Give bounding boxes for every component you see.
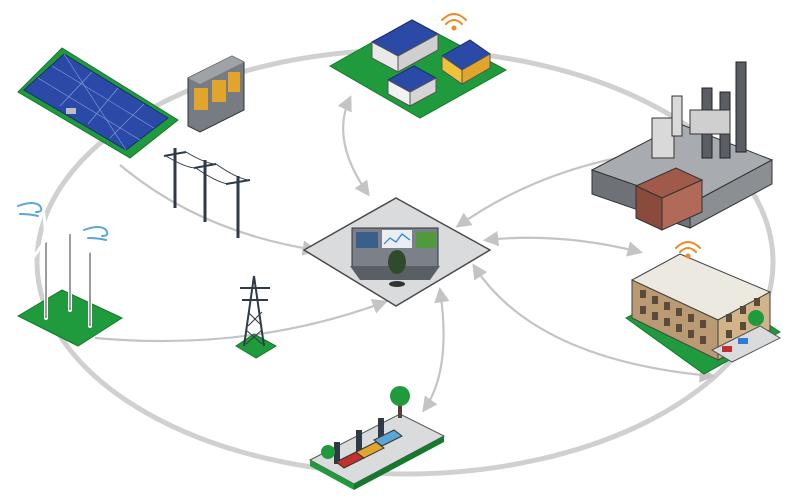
arrow-transmission xyxy=(94,299,388,343)
utility-pole-icon xyxy=(163,148,251,238)
smart-homes xyxy=(328,13,508,119)
ev-charging-station-icon xyxy=(308,386,446,490)
power-plant-icon xyxy=(590,61,774,231)
ev-charging xyxy=(308,386,446,490)
wind-turbine-icon xyxy=(16,202,124,347)
solar-and-battery xyxy=(17,47,245,159)
office-building-wifi-icon xyxy=(625,241,782,375)
transmission-tower xyxy=(235,275,278,359)
control-center xyxy=(302,197,492,307)
smart-home-wifi-icon xyxy=(328,13,508,119)
transmission-tower-icon xyxy=(235,275,278,359)
power-lines xyxy=(163,148,251,238)
arrow-power-lines xyxy=(119,164,319,256)
power-plant xyxy=(590,61,774,231)
arrow-ev xyxy=(422,286,450,413)
arrow-commercial xyxy=(482,231,643,257)
arrow-commercial-lower xyxy=(472,263,716,383)
solar-panel-battery-icon xyxy=(17,47,245,159)
arrow-smart-homes xyxy=(337,95,370,197)
control-room-operator-icon xyxy=(350,227,440,287)
commercial-building xyxy=(625,241,782,375)
wind-turbines xyxy=(16,202,124,347)
